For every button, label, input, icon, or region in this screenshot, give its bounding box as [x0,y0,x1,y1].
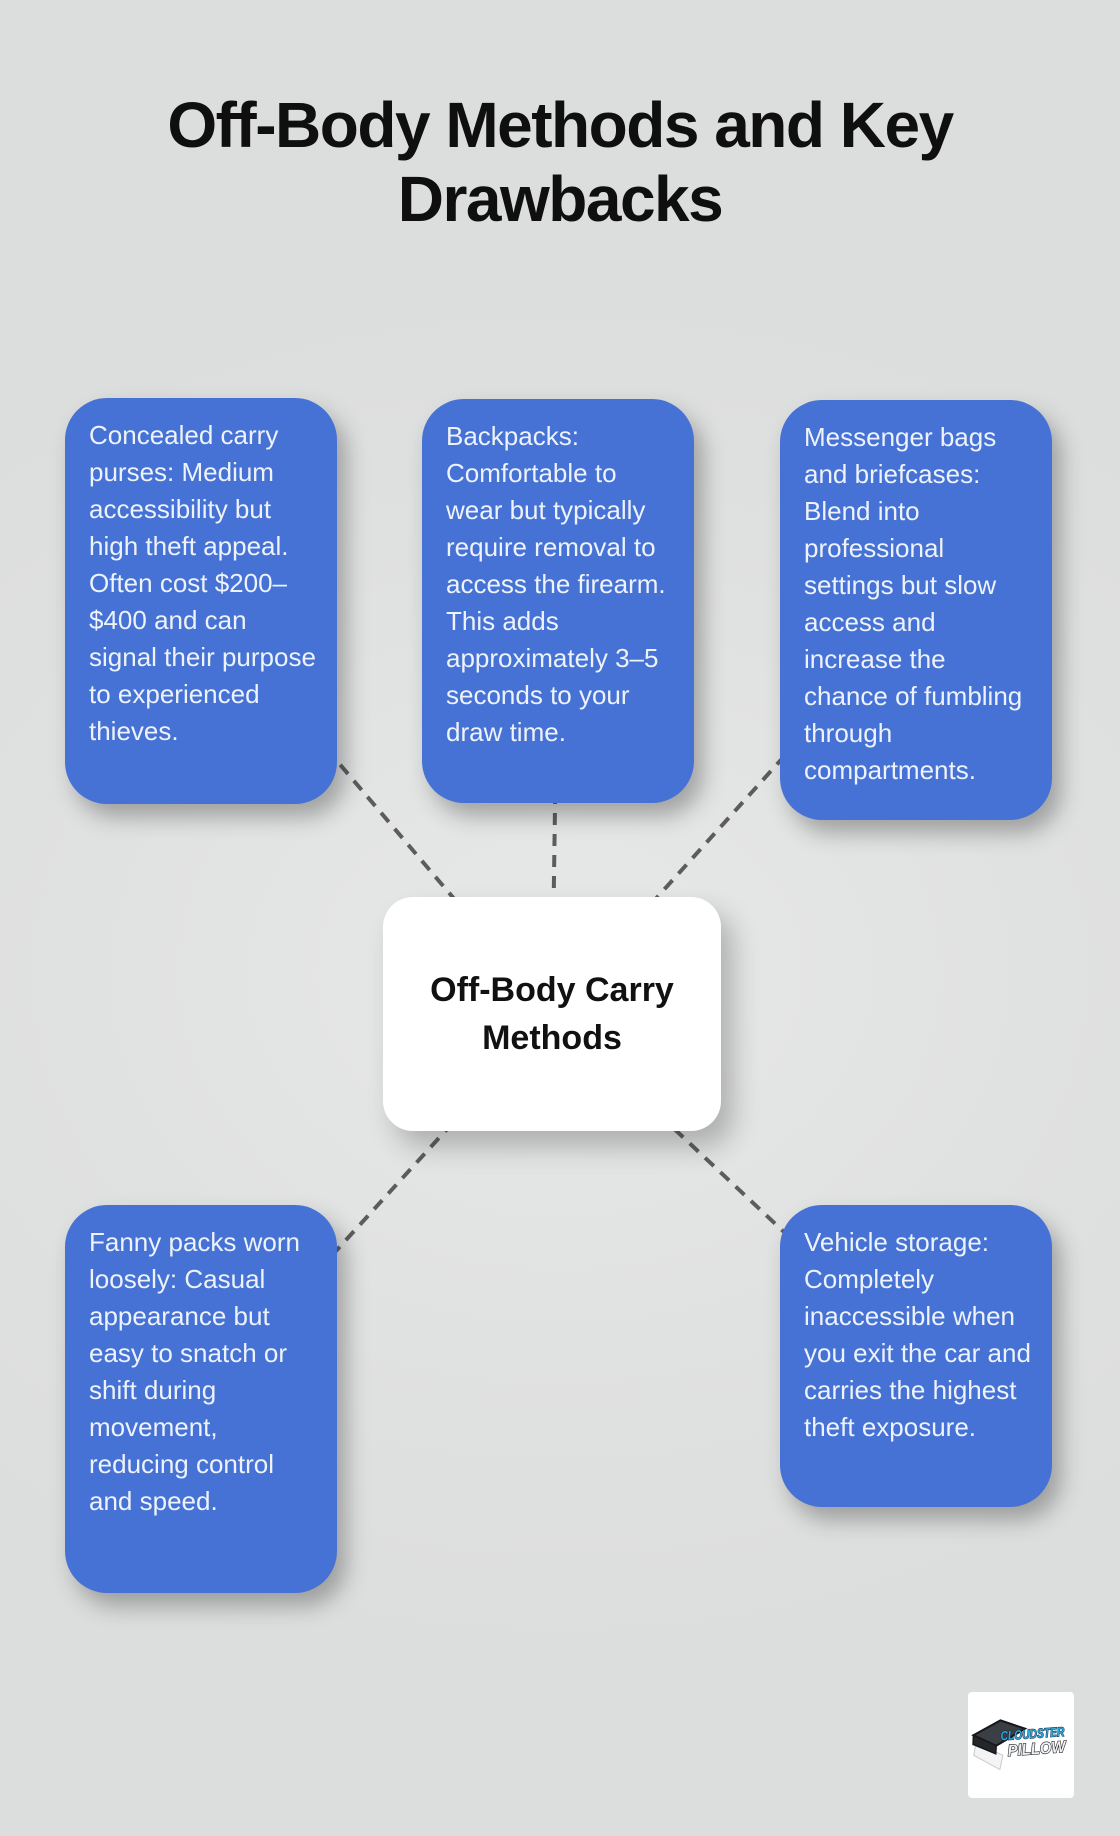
node-concealed-carry-purses: Concealed carry purses: Medium accessibi… [65,398,337,804]
logo-text-line2: PILLOW [1007,1739,1068,1760]
pillow-side-shape [972,1734,997,1755]
node-messenger-bags: Messenger bags and briefcases: Blend int… [780,400,1052,820]
node-vehicle-storage: Vehicle storage: Completely inaccessible… [780,1205,1052,1507]
node-backpacks: Backpacks: Comfortable to wear but typic… [422,399,694,803]
node-fanny-packs: Fanny packs worn loosely: Casual appeara… [65,1205,337,1593]
page-title: Off-Body Methods and Key Drawbacks [167,89,954,235]
brand-logo: CLOUDSTER PILLOW [968,1692,1074,1798]
center-node-label: Off-Body Carry Methods [430,971,674,1057]
center-node: Off-Body Carry Methods [383,897,721,1131]
cloudster-pillow-logo-icon: CLOUDSTER PILLOW [971,1719,1068,1771]
logo-text-line1: CLOUDSTER [1000,1724,1065,1743]
